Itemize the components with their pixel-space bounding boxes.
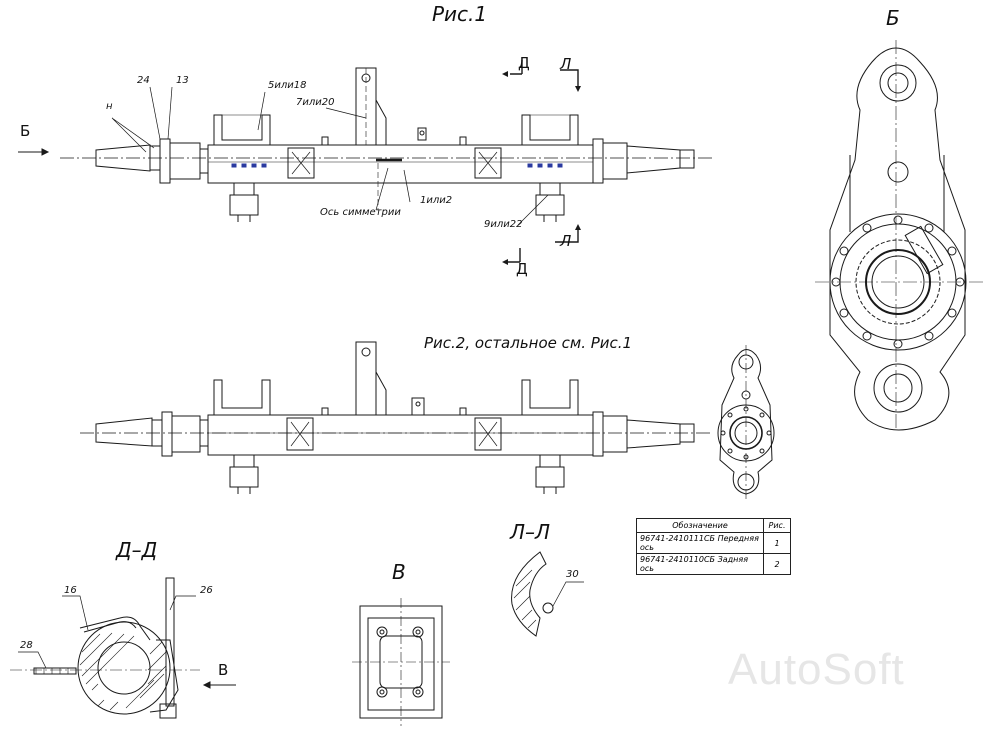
marker-b: Б <box>20 122 31 140</box>
callout-24: 24 <box>137 75 150 86</box>
view-v-title: В <box>392 560 406 584</box>
table-row: 96741-2410110СБ Задняя ось 2 <box>636 553 791 575</box>
marker-d-bottom: Д <box>516 260 528 278</box>
marker-l-bottom: Л <box>560 232 572 250</box>
view-b-knuckle <box>815 40 985 431</box>
marker-v: В <box>218 661 229 679</box>
table-header-row: Обозначение Рис. <box>636 518 791 533</box>
callout-13: 13 <box>176 75 189 86</box>
callout-1: 1или2 <box>420 195 453 206</box>
axle-fig1 <box>18 60 715 265</box>
callout-16: 16 <box>64 585 77 596</box>
view-v <box>352 598 450 726</box>
section-dd-title: Д–Д <box>116 538 158 562</box>
callout-30: 30 <box>566 569 579 580</box>
fig2-title: Рис.2, остальное см. Рис.1 <box>424 334 633 352</box>
table-cell: 1 <box>763 532 791 554</box>
callout-28: 28 <box>20 640 33 651</box>
view-b-title: Б <box>886 6 900 30</box>
callout-9: 9или22 <box>484 219 523 230</box>
marker-l-top: Л <box>560 55 572 73</box>
marker-d-top: Д <box>518 54 530 72</box>
callout-5: 5или18 <box>268 80 307 91</box>
table-header-designation: Обозначение <box>636 518 764 533</box>
table-cell: 96741-2410111СБ Передняя ось <box>636 532 764 554</box>
section-l-l <box>511 551 584 637</box>
table-cell: 96741-2410110СБ Задняя ось <box>636 553 764 575</box>
table-header-fig: Рис. <box>763 518 791 533</box>
callout-7: 7или20 <box>296 97 335 108</box>
table-row: 96741-2410111СБ Передняя ось 1 <box>636 532 791 554</box>
spec-table: Обозначение Рис. 96741-2410111СБ Передня… <box>636 518 791 575</box>
view-small-knuckle <box>717 345 775 500</box>
watermark: AutoSoft <box>728 645 905 694</box>
table-cell: 2 <box>763 553 791 575</box>
callout-axis: Ось симметрии <box>320 207 401 218</box>
section-ll-title: Л–Л <box>510 520 551 544</box>
bolt-ring <box>831 215 965 349</box>
callout-26: 26 <box>200 585 213 596</box>
fig1-title: Рис.1 <box>432 2 488 26</box>
axle-fig2 <box>80 341 710 494</box>
callout-n: н <box>106 101 113 112</box>
section-d-d <box>10 577 236 719</box>
